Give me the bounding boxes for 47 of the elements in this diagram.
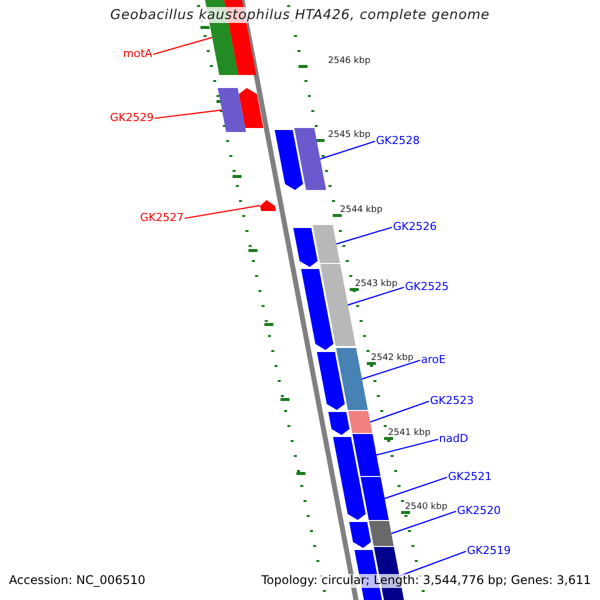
leader-line xyxy=(153,36,212,55)
gene-feature xyxy=(238,88,264,128)
scale-label: 2543 kbp xyxy=(355,279,398,290)
leader-line xyxy=(320,140,376,160)
gene-feature xyxy=(294,128,326,190)
leader-line xyxy=(348,286,404,306)
gene-feature xyxy=(352,434,380,476)
leader-line xyxy=(184,204,260,219)
gene-label: nadD xyxy=(439,433,468,446)
accession-text: Accession: NC_006510 xyxy=(9,574,146,588)
gene-feature xyxy=(360,477,389,520)
leader-line xyxy=(391,510,456,534)
leader-line xyxy=(370,400,430,423)
gene-feature xyxy=(349,522,371,548)
gene-label: GK2525 xyxy=(405,281,449,294)
leader-line xyxy=(154,109,222,119)
gene-feature xyxy=(218,88,246,132)
scale-label: 2540 kbp xyxy=(405,502,448,512)
gene-label: GK2528 xyxy=(376,135,420,148)
leader-line xyxy=(362,360,420,380)
gene-feature xyxy=(293,228,318,267)
leader-line xyxy=(376,438,438,456)
gene-feature xyxy=(316,352,345,410)
scale-label: 2545 kbp xyxy=(328,130,370,140)
gene-feature xyxy=(312,225,340,263)
gene-label: GK2521 xyxy=(448,471,492,484)
title: Geobacillus kaustophilus HTA426, complete genome xyxy=(110,7,490,23)
gene-label: GK2529 xyxy=(110,112,154,125)
scale-label: 2544 kbp xyxy=(340,205,382,216)
gene-feature xyxy=(301,269,334,350)
scale-label: 2541 kbp xyxy=(388,428,430,438)
genome-info-text: Topology: circular; Length: 3,544,776 bp; Genes: 3,611 xyxy=(261,574,591,588)
gene-label: GK2527 xyxy=(140,212,184,225)
gene-label: GK2526 xyxy=(393,221,437,234)
leader-line xyxy=(384,476,448,500)
gene-label: GK2523 xyxy=(430,395,474,408)
gene-label: aroE xyxy=(421,354,446,367)
gene-feature xyxy=(336,348,368,410)
gene-feature xyxy=(260,200,276,211)
gene-feature xyxy=(328,412,350,435)
gene-feature xyxy=(274,130,303,190)
scale-label: 2546 kbp xyxy=(328,56,370,66)
leader-line xyxy=(336,226,392,245)
gene-label: motA xyxy=(123,48,152,61)
gene-label: GK2519 xyxy=(467,545,511,558)
gene-label: GK2520 xyxy=(457,505,501,518)
scale-label: 2542 kbp xyxy=(371,353,414,364)
